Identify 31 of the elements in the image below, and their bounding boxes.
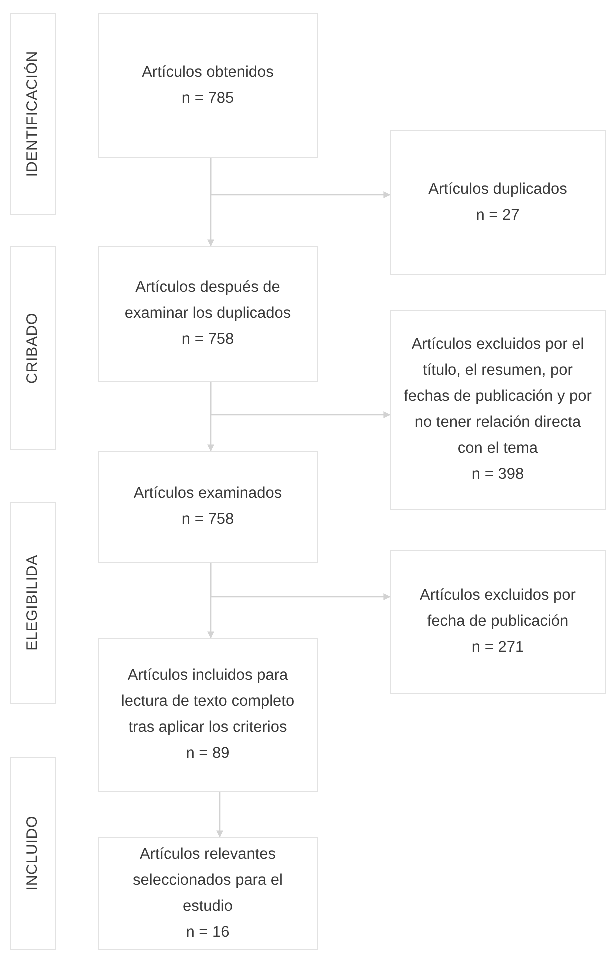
stage-label: ELEGIBILIDA [22, 555, 42, 651]
count-text: n = 758 [182, 510, 234, 530]
box-text: Artículos obtenidos [142, 62, 274, 82]
stage-box [10, 757, 56, 950]
stage-box [10, 502, 56, 704]
count-text: n = 16 [186, 922, 230, 942]
count-text: n = 785 [182, 88, 234, 108]
process-box [98, 638, 318, 792]
process-box [98, 13, 318, 158]
stage-box [10, 13, 56, 215]
box-text: Artículos duplicados [428, 180, 568, 200]
stage-box [10, 246, 56, 450]
process-box [98, 837, 318, 950]
exclusion-box [390, 310, 606, 510]
count-text: n = 271 [472, 638, 524, 658]
process-box [98, 451, 318, 563]
arrow [216, 792, 224, 838]
arrow [210, 158, 391, 198]
stage-label: IDENTIFICACIÓN [22, 50, 42, 178]
arrow [210, 382, 391, 418]
arrow [210, 563, 391, 600]
exclusion-box [390, 550, 606, 694]
process-box [98, 246, 318, 382]
count-text: n = 398 [472, 465, 524, 485]
stage-label: CRIBADO [22, 312, 42, 384]
exclusion-box [390, 130, 606, 275]
box-text: Artículos examinados [134, 484, 282, 504]
count-text: n = 27 [476, 206, 520, 226]
count-text: n = 758 [182, 330, 234, 350]
stage-label: INCLUIDO [22, 816, 42, 891]
count-text: n = 89 [186, 744, 230, 764]
